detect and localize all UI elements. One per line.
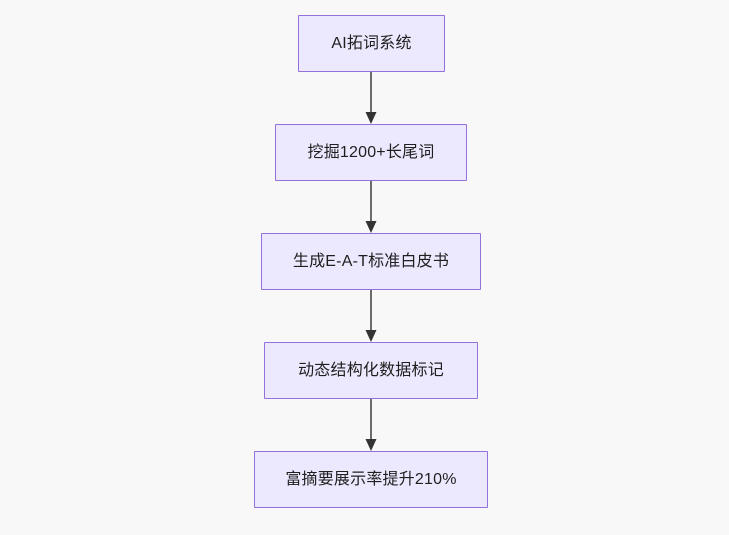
flowchart-node-structured-data-markup[interactable]: 动态结构化数据标记: [264, 342, 478, 399]
flowchart-node-rich-snippet-result[interactable]: 富摘要展示率提升210%: [254, 451, 488, 508]
edge-n3-n4: [365, 290, 377, 342]
flowchart-node-eat-whitepaper[interactable]: 生成E-A-T标准白皮书: [261, 233, 481, 290]
arrowhead-icon: [365, 112, 377, 124]
node-label: 生成E-A-T标准白皮书: [292, 252, 450, 270]
node-label: 动态结构化数据标记: [298, 361, 444, 379]
flowchart-node-longtail-keywords[interactable]: 挖掘1200+长尾词: [275, 124, 467, 181]
arrowhead-icon: [365, 439, 377, 451]
arrowhead-icon: [365, 330, 377, 342]
edge-n2-n3: [365, 181, 377, 233]
node-label: 挖掘1200+长尾词: [307, 143, 435, 161]
node-label: 富摘要展示率提升210%: [285, 470, 457, 488]
arrowhead-icon: [365, 221, 377, 233]
node-label: AI拓词系统: [331, 34, 412, 52]
flowchart-node-ai-keyword-system[interactable]: AI拓词系统: [298, 15, 445, 72]
edge-n4-n5: [365, 399, 377, 451]
edge-n1-n2: [365, 72, 377, 124]
